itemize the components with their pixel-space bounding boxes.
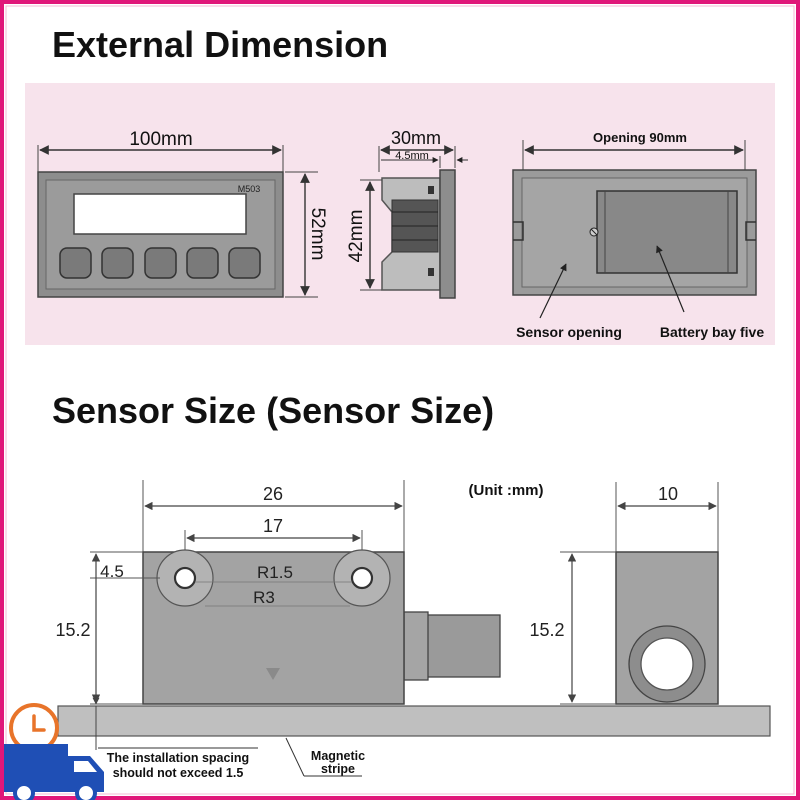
sensor-opening-leader: [539, 263, 567, 319]
sensor-front-view: 26 17 R1.5 R3 4.5 15.2: [55, 480, 501, 750]
mount-hole-inner: [173, 566, 197, 590]
side-flange: [439, 169, 456, 299]
sensor-cable-collar: [403, 611, 429, 681]
sensor-height-label: 15.2: [55, 620, 90, 640]
side-clip: [428, 268, 434, 276]
width-label: 100mm: [129, 129, 192, 150]
spacing-note-line1: The installation spacing: [107, 751, 249, 765]
model-label: M503: [238, 184, 261, 194]
lcd-window: [73, 193, 247, 235]
front-buttons: [59, 247, 261, 279]
sensor-opening-label: Sensor opening: [516, 324, 622, 340]
front-button: [59, 247, 92, 279]
external-dimension-title: External Dimension: [52, 24, 389, 65]
stripe-label-line1: Magnetic: [311, 749, 365, 763]
outer-radius-label: R3: [253, 588, 275, 607]
unit-label: (Unit :mm): [469, 482, 544, 499]
front-button: [144, 247, 177, 279]
side-clip: [428, 186, 434, 194]
magnetic-stripe: [57, 705, 771, 737]
battery-bay-label: Battery bay five: [660, 324, 764, 340]
depth-label: 30mm: [391, 128, 441, 148]
height-label: 52mm: [307, 208, 328, 261]
sensor-size-title: Sensor Size (Sensor Size): [52, 390, 495, 431]
opening-label: Opening 90mm: [593, 130, 687, 145]
cable-port-inner: [640, 637, 694, 691]
battery-bay-leader: [656, 245, 685, 313]
side-view: 30mm 4.5mm 42mm: [346, 128, 468, 299]
stripe-label-line2: stripe: [321, 762, 355, 776]
installation-notes: The installation spacing should not exce…: [98, 737, 365, 780]
flange-label: 4.5mm: [395, 150, 429, 162]
inner-radius-label: R1.5: [257, 563, 293, 582]
back-clip-left: [513, 221, 524, 241]
side-width-label: 10: [658, 484, 678, 504]
spacing-note-line2: should not exceed 1.5: [113, 766, 244, 780]
sensor-side-view: 10 15.2: [529, 482, 719, 705]
front-view: 100mm M503 52mm: [37, 129, 328, 298]
direction-mark-icon: [266, 668, 280, 680]
front-button: [186, 247, 219, 279]
battery-bay: [596, 190, 738, 274]
stripe-leader: [285, 737, 305, 777]
delivery-truck-clock-icon: [4, 703, 104, 800]
front-button: [228, 247, 261, 279]
side-height-label: 15.2: [529, 620, 564, 640]
sensor-width-label: 26: [263, 484, 283, 504]
hole-offset-label: 4.5: [100, 562, 124, 581]
hole-spacing-label: 17: [263, 516, 283, 536]
mount-hole-inner: [350, 566, 374, 590]
back-view: Opening 90mm Sensor opening Battery bay …: [512, 130, 764, 340]
back-clip-right: [745, 221, 756, 241]
side-height-label: 42mm: [346, 210, 367, 263]
front-button: [101, 247, 134, 279]
